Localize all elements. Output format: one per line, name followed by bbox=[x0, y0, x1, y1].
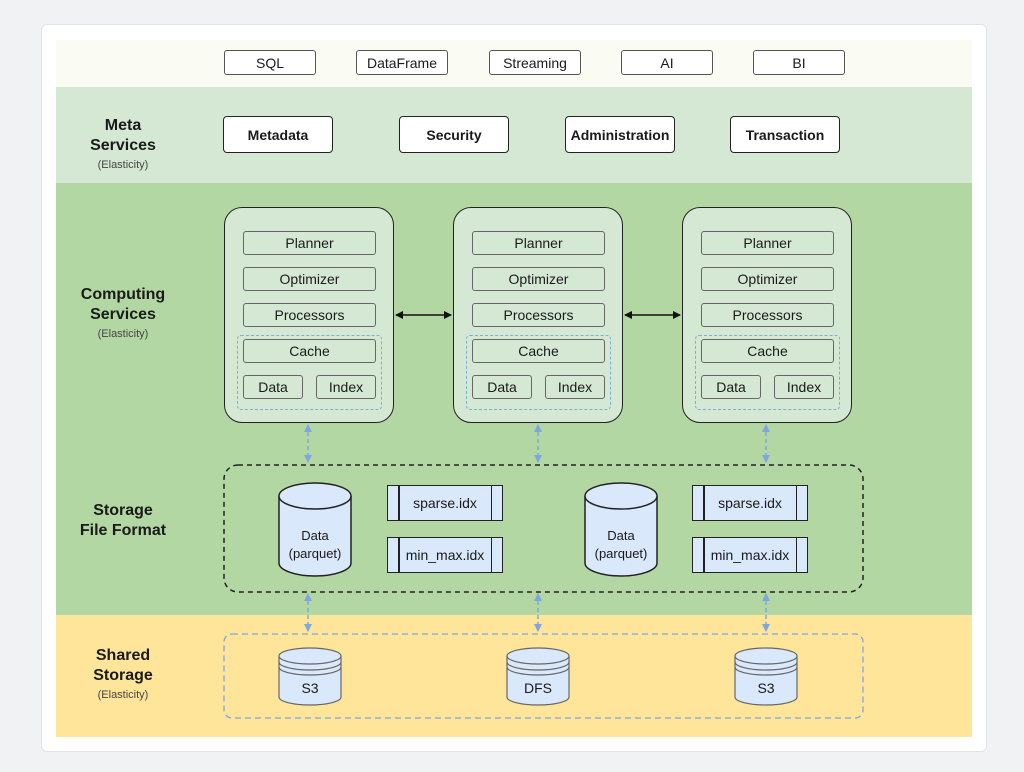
planner-module: Planner bbox=[243, 231, 376, 255]
api-streaming: Streaming bbox=[489, 50, 581, 75]
processors-module: Processors bbox=[243, 303, 376, 327]
api-dataframe: DataFrame bbox=[356, 50, 448, 75]
planner-module: Planner bbox=[472, 231, 605, 255]
planner-module: Planner bbox=[701, 231, 834, 255]
meta-services-label: Meta Services (Elasticity) bbox=[90, 117, 156, 171]
s3-label-1: S3 bbox=[301, 680, 319, 696]
cache-module: Cache bbox=[472, 339, 605, 363]
optimizer-module: Optimizer bbox=[701, 267, 834, 291]
meta-administration: Administration bbox=[565, 116, 675, 153]
cache-module: Cache bbox=[243, 339, 376, 363]
compute-node-3: Planner Optimizer Processors Cache Data … bbox=[682, 207, 852, 423]
s3-label-2: S3 bbox=[757, 680, 775, 696]
compute-node-2: Planner Optimizer Processors Cache Data … bbox=[453, 207, 623, 423]
meta-transaction: Transaction bbox=[730, 116, 840, 153]
index-module: Index bbox=[545, 375, 605, 399]
sparse-idx-file-2: sparse.idx bbox=[692, 485, 808, 521]
processors-module: Processors bbox=[472, 303, 605, 327]
optimizer-module: Optimizer bbox=[472, 267, 605, 291]
data-module: Data bbox=[472, 375, 532, 399]
storage-file-format-band bbox=[56, 445, 972, 615]
computing-services-label: Computing Services (Elasticity) bbox=[80, 286, 166, 340]
cache-module: Cache bbox=[701, 339, 834, 363]
parquet-data-label-2: Data (parquet) bbox=[594, 528, 648, 561]
sparse-idx-file-1: sparse.idx bbox=[387, 485, 503, 521]
cache-group bbox=[695, 335, 840, 410]
data-module: Data bbox=[243, 375, 303, 399]
api-ai: AI bbox=[621, 50, 713, 75]
parquet-data-label-1: Data (parquet) bbox=[288, 528, 342, 561]
storage-file-format-label: Storage File Format bbox=[79, 502, 167, 539]
cache-group bbox=[466, 335, 611, 410]
api-sql: SQL bbox=[224, 50, 316, 75]
dfs-label: DFS bbox=[524, 680, 552, 696]
cache-group bbox=[237, 335, 382, 410]
api-bi: BI bbox=[753, 50, 845, 75]
index-module: Index bbox=[774, 375, 834, 399]
processors-module: Processors bbox=[701, 303, 834, 327]
optimizer-module: Optimizer bbox=[243, 267, 376, 291]
compute-node-1: Planner Optimizer Processors Cache Data … bbox=[224, 207, 394, 423]
min-max-idx-file-2: min_max.idx bbox=[692, 537, 808, 573]
min-max-idx-file-1: min_max.idx bbox=[387, 537, 503, 573]
index-module: Index bbox=[316, 375, 376, 399]
data-module: Data bbox=[701, 375, 761, 399]
shared-storage-band bbox=[56, 615, 972, 737]
meta-metadata: Metadata bbox=[223, 116, 333, 153]
shared-storage-label: Shared Storage (Elasticity) bbox=[93, 647, 153, 701]
meta-security: Security bbox=[399, 116, 509, 153]
